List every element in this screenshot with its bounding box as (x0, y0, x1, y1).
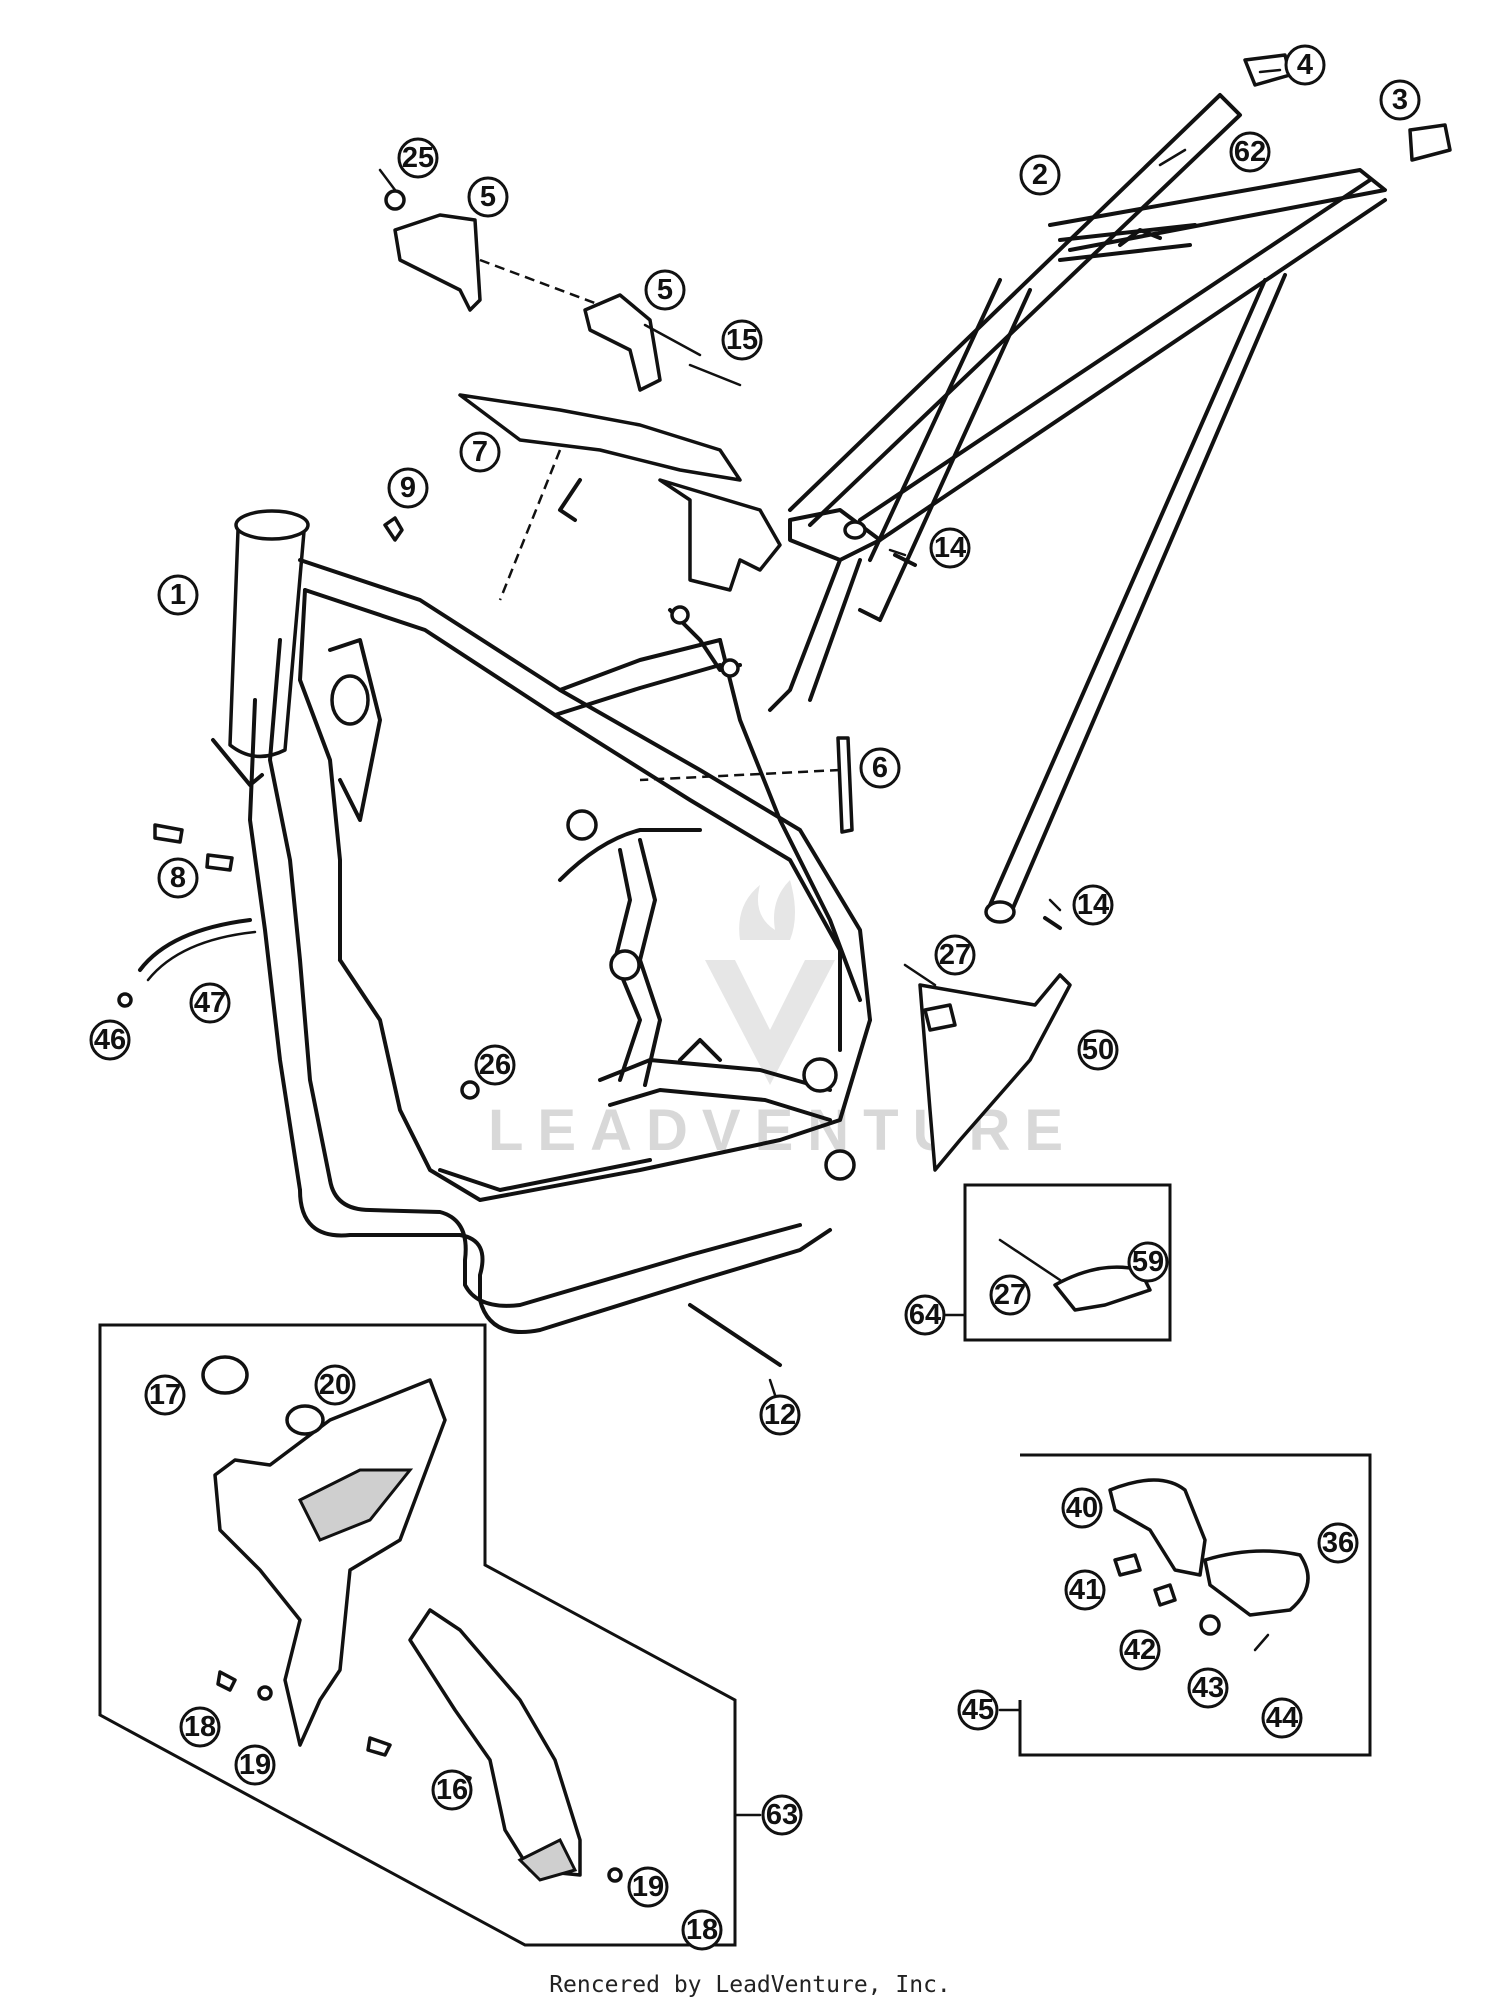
callout-label: 14 (1077, 889, 1109, 921)
callout-44: 44 (1261, 1697, 1303, 1739)
callout-18-left: 18 (179, 1706, 221, 1748)
callout-5-lower: 5 (644, 269, 686, 311)
callout-9: 9 (387, 467, 429, 509)
callout-8: 8 (157, 857, 199, 899)
callout-label: 19 (239, 1749, 271, 1781)
callout-64: 64 (904, 1294, 946, 1336)
callout-label: 15 (726, 324, 758, 356)
callout-label: 25 (402, 142, 434, 174)
callout-label: 27 (939, 939, 971, 971)
hose (117, 918, 257, 1008)
callout-label: 27 (994, 1279, 1026, 1311)
callout-label: 6 (872, 752, 888, 784)
callout-label: 45 (962, 1694, 994, 1726)
callout-label: 47 (194, 987, 226, 1019)
callout-label: 12 (764, 1399, 796, 1431)
callout-41: 41 (1064, 1569, 1106, 1611)
rear-subframe (768, 93, 1387, 924)
callout-label: 14 (934, 532, 966, 564)
callout-46: 46 (89, 1019, 131, 1061)
bolt-14-upper (893, 553, 917, 567)
brackets (384, 189, 742, 392)
callout-15: 15 (721, 319, 763, 361)
callout-label: 5 (480, 181, 496, 213)
callout-62: 62 (1229, 131, 1271, 173)
callout-40: 40 (1061, 1487, 1103, 1529)
kit-box-45 (998, 1453, 1372, 1757)
callout-17: 17 (144, 1374, 186, 1416)
callout-label: 26 (479, 1049, 511, 1081)
callout-label: 42 (1124, 1634, 1156, 1666)
callout-36: 36 (1317, 1522, 1359, 1564)
callout-20: 20 (314, 1364, 356, 1406)
callout-label: 1 (170, 579, 186, 611)
main-frame (248, 558, 872, 1334)
render-credit: Rencered by LeadVenture, Inc. (549, 1972, 951, 1998)
callout-label: 2 (1032, 159, 1048, 191)
kit-box-64 (943, 1183, 1172, 1342)
callout-label: 20 (319, 1369, 351, 1401)
callout-47: 47 (189, 982, 231, 1024)
bolt-14-lower (1043, 916, 1062, 930)
callout-18-right: 18 (681, 1909, 723, 1951)
callout-27-box: 27 (989, 1274, 1031, 1316)
callout-label: 41 (1069, 1574, 1101, 1606)
callout-59: 59 (1127, 1241, 1169, 1283)
callout-16: 16 (431, 1769, 473, 1811)
callout-6: 6 (859, 747, 901, 789)
callout-7: 7 (459, 431, 501, 473)
callout-12: 12 (759, 1394, 801, 1436)
callout-label: 64 (909, 1299, 941, 1331)
callout-label: 5 (657, 274, 673, 306)
airbox-bracket (458, 393, 782, 601)
callout-19-right: 19 (627, 1866, 669, 1908)
callout-label: 50 (1082, 1034, 1114, 1066)
callout-26: 26 (474, 1044, 516, 1086)
callout-27-upper: 27 (934, 934, 976, 976)
clip (383, 516, 404, 542)
callout-2: 2 (1019, 154, 1061, 196)
callout-label: 4 (1297, 49, 1313, 81)
callout-label: 8 (170, 862, 186, 894)
callout-label: 43 (1192, 1672, 1224, 1704)
nut-26 (460, 1080, 480, 1100)
callout-label: 59 (1132, 1246, 1164, 1278)
callout-4: 4 (1284, 44, 1326, 86)
callout-label: 18 (184, 1711, 216, 1743)
callout-label: 63 (766, 1799, 798, 1831)
callout-3: 3 (1379, 79, 1421, 121)
callout-label: 36 (1322, 1527, 1354, 1559)
callout-1: 1 (157, 574, 199, 616)
callout-5-upper: 5 (467, 176, 509, 218)
callout-label: 62 (1234, 136, 1266, 168)
bolts-8 (153, 823, 234, 872)
callout-14-upper: 14 (929, 527, 971, 569)
callout-42: 42 (1119, 1629, 1161, 1671)
callout-63: 63 (761, 1794, 803, 1836)
kit-box-63 (98, 1323, 762, 1947)
strap (639, 736, 854, 834)
callout-43: 43 (1187, 1667, 1229, 1709)
callout-label: 40 (1066, 1492, 1098, 1524)
callout-50: 50 (1077, 1029, 1119, 1071)
callout-label: 44 (1266, 1702, 1298, 1734)
leader-lines (378, 68, 1282, 1397)
callout-label: 19 (632, 1871, 664, 1903)
callout-label: 7 (472, 436, 488, 468)
callout-label: 46 (94, 1024, 126, 1056)
callout-14-lower: 14 (1072, 884, 1114, 926)
callout-19-left: 19 (234, 1744, 276, 1786)
callout-label: 3 (1392, 84, 1408, 116)
steering-head-tube (211, 509, 310, 787)
callout-label: 16 (436, 1774, 468, 1806)
callout-45: 45 (957, 1689, 999, 1731)
callout-label: 18 (686, 1914, 718, 1946)
callout-label: 9 (400, 472, 416, 504)
chain-guard (903, 963, 1072, 1172)
callout-25: 25 (397, 137, 439, 179)
long-bolt (688, 1303, 782, 1367)
callout-label: 17 (149, 1379, 181, 1411)
